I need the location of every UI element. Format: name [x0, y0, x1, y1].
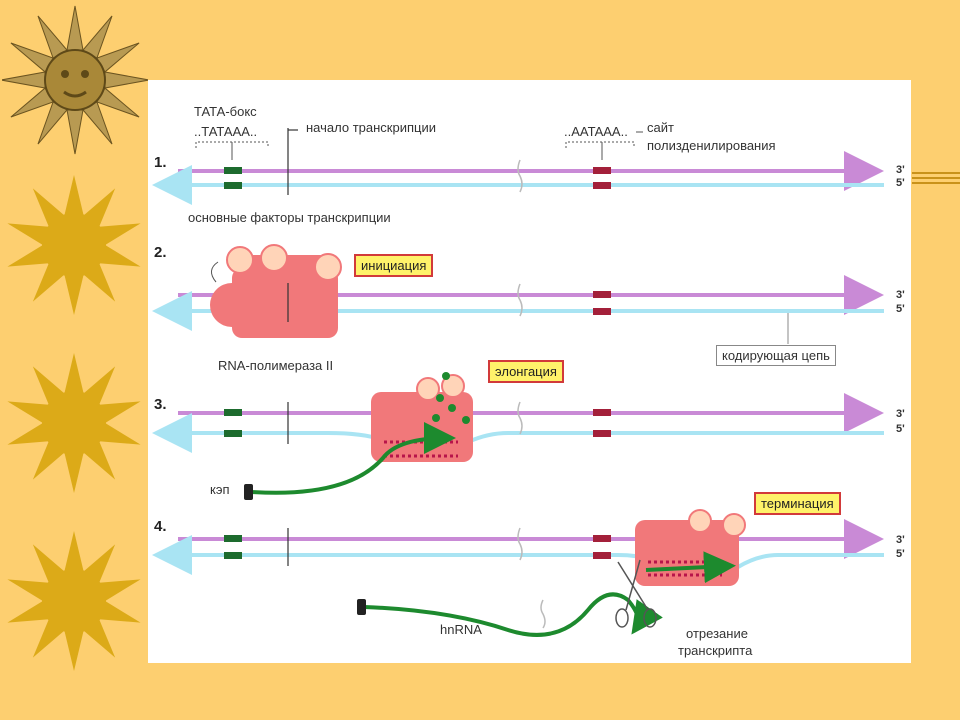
strand-end-3: 3' [896, 534, 905, 546]
step-number-1: 1. [154, 154, 167, 171]
break-mark [517, 401, 523, 435]
site-label: сайт [647, 120, 674, 135]
termination-stage-box: терминация [754, 492, 841, 515]
metal-sun-icon [2, 5, 148, 155]
tata-sequence-label: ..ТАТААА.. [194, 124, 258, 139]
strand-end-5: 5' [896, 177, 905, 189]
polyadenylation-label: полизденилирования [647, 138, 776, 153]
step-number-3: 3. [154, 396, 167, 413]
strand-end-5: 5' [896, 423, 905, 435]
rna-polymerase-elongating [371, 372, 473, 462]
strand-end-3: 3' [896, 164, 905, 176]
template-strand [152, 413, 884, 453]
rna-polymerase-complex [210, 255, 338, 338]
rna-transcript [251, 422, 456, 495]
rna-polymerase-terminating [635, 509, 746, 586]
scissors-icon [615, 559, 657, 628]
sun-icon [7, 175, 141, 315]
template-strand [152, 535, 884, 575]
break-mark [517, 527, 523, 561]
strand-end-3: 3' [896, 289, 905, 301]
step-number-4: 4. [154, 518, 167, 535]
hnrna-label: hnRNA [440, 622, 482, 637]
diagram-panel: ТАТА-бокс ..ТАТААА.. начало транскрипции… [148, 80, 911, 663]
cap-icon [244, 484, 253, 500]
initiation-stage-box: инициация [354, 254, 434, 277]
cap-icon [357, 599, 366, 615]
cap-label: кэп [210, 482, 230, 497]
transcription-diagram [152, 128, 884, 637]
transcription-start-label: начало транскрипции [306, 120, 436, 135]
transcription-factors-label: основные факторы транскрипции [188, 210, 391, 225]
hnrna-transcript [363, 592, 663, 637]
break-mark [517, 159, 523, 193]
step-number-2: 2. [154, 244, 167, 261]
cut-transcript-label-2: транскрипта [678, 643, 753, 658]
sun-icon [7, 353, 141, 493]
strand-end-5: 5' [896, 303, 905, 315]
rna-polymerase-label: RNA-полимераза II [218, 358, 334, 373]
cut-transcript-label-1: отрезание [686, 626, 748, 641]
break-mark [517, 283, 523, 317]
coding-strand-label: кодирующая цепь [716, 345, 836, 366]
sun-icon [7, 531, 141, 671]
aataaa-label: ..AATAAA.. [564, 124, 628, 139]
strand-end-3: 3' [896, 408, 905, 420]
decorative-lines [912, 172, 960, 192]
strand-end-5: 5' [896, 548, 905, 560]
elongation-stage-box: элонгация [488, 360, 564, 383]
tata-box-label: ТАТА-бокс [194, 104, 257, 119]
